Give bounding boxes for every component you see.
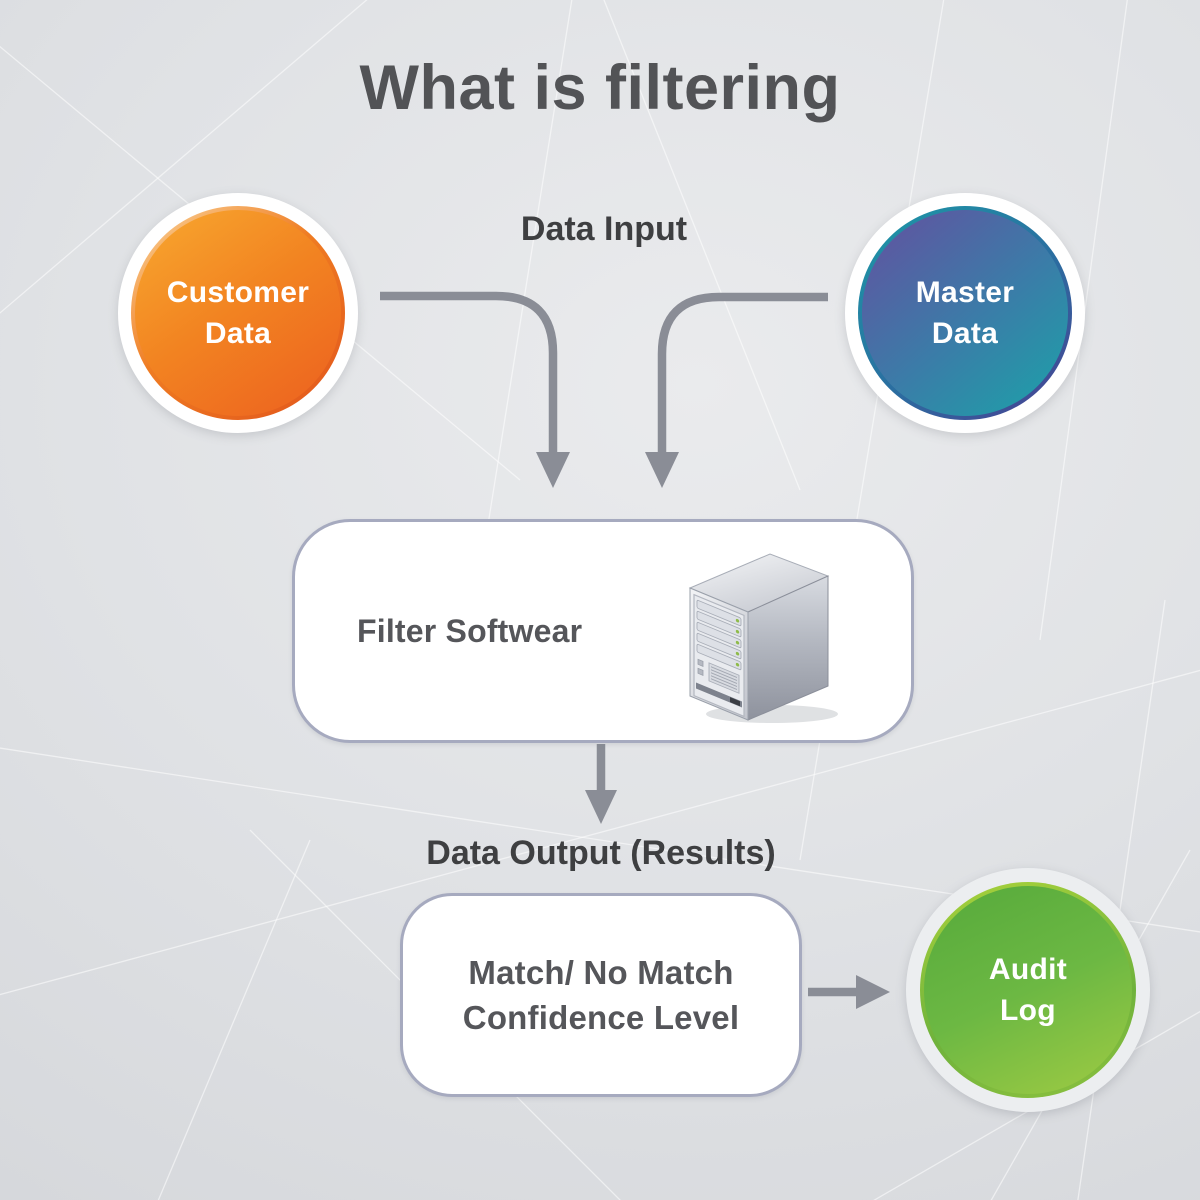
match-result-label-line2: Confidence Level xyxy=(462,999,740,1036)
match-result-label-line1: Match/ No Match xyxy=(468,954,734,991)
arrowhead-audit xyxy=(856,975,890,1009)
arrowhead-left xyxy=(536,452,570,488)
customer-data-node: Customer Data xyxy=(118,193,358,433)
arrowhead-right xyxy=(645,452,679,488)
master-data-rim: Master Data xyxy=(858,206,1072,420)
page-title: What is filtering xyxy=(359,53,841,123)
audit-log-node: Audit Log xyxy=(906,868,1150,1112)
customer-data-rim: Customer Data xyxy=(131,206,345,420)
master-data-label-line2: Data xyxy=(931,317,999,350)
arrow-customer-to-filter xyxy=(380,291,558,454)
master-data-label-line1: Master xyxy=(915,276,1015,309)
audit-log-label: Audit Log xyxy=(924,886,1132,1094)
server-tower-icon xyxy=(672,546,848,726)
arrowhead-down xyxy=(585,790,617,824)
audit-log-label-line2: Log xyxy=(1000,994,1056,1027)
master-data-label: Master Data xyxy=(862,210,1068,416)
master-data-node: Master Data xyxy=(845,193,1085,433)
data-input-label: Data Input xyxy=(520,210,688,248)
arrow-master-to-filter xyxy=(657,292,828,454)
customer-data-label: Customer Data xyxy=(135,210,341,416)
customer-data-label-line2: Data xyxy=(204,317,272,350)
customer-data-label-line1: Customer xyxy=(166,276,310,309)
audit-log-label-line1: Audit xyxy=(988,953,1068,986)
filter-software-label: Filter Softwear xyxy=(357,612,583,649)
match-result-node: Match/ No Match Confidence Level xyxy=(400,893,802,1097)
data-output-label: Data Output (Results) xyxy=(426,834,776,872)
audit-log-rim: Audit Log xyxy=(920,882,1136,1098)
